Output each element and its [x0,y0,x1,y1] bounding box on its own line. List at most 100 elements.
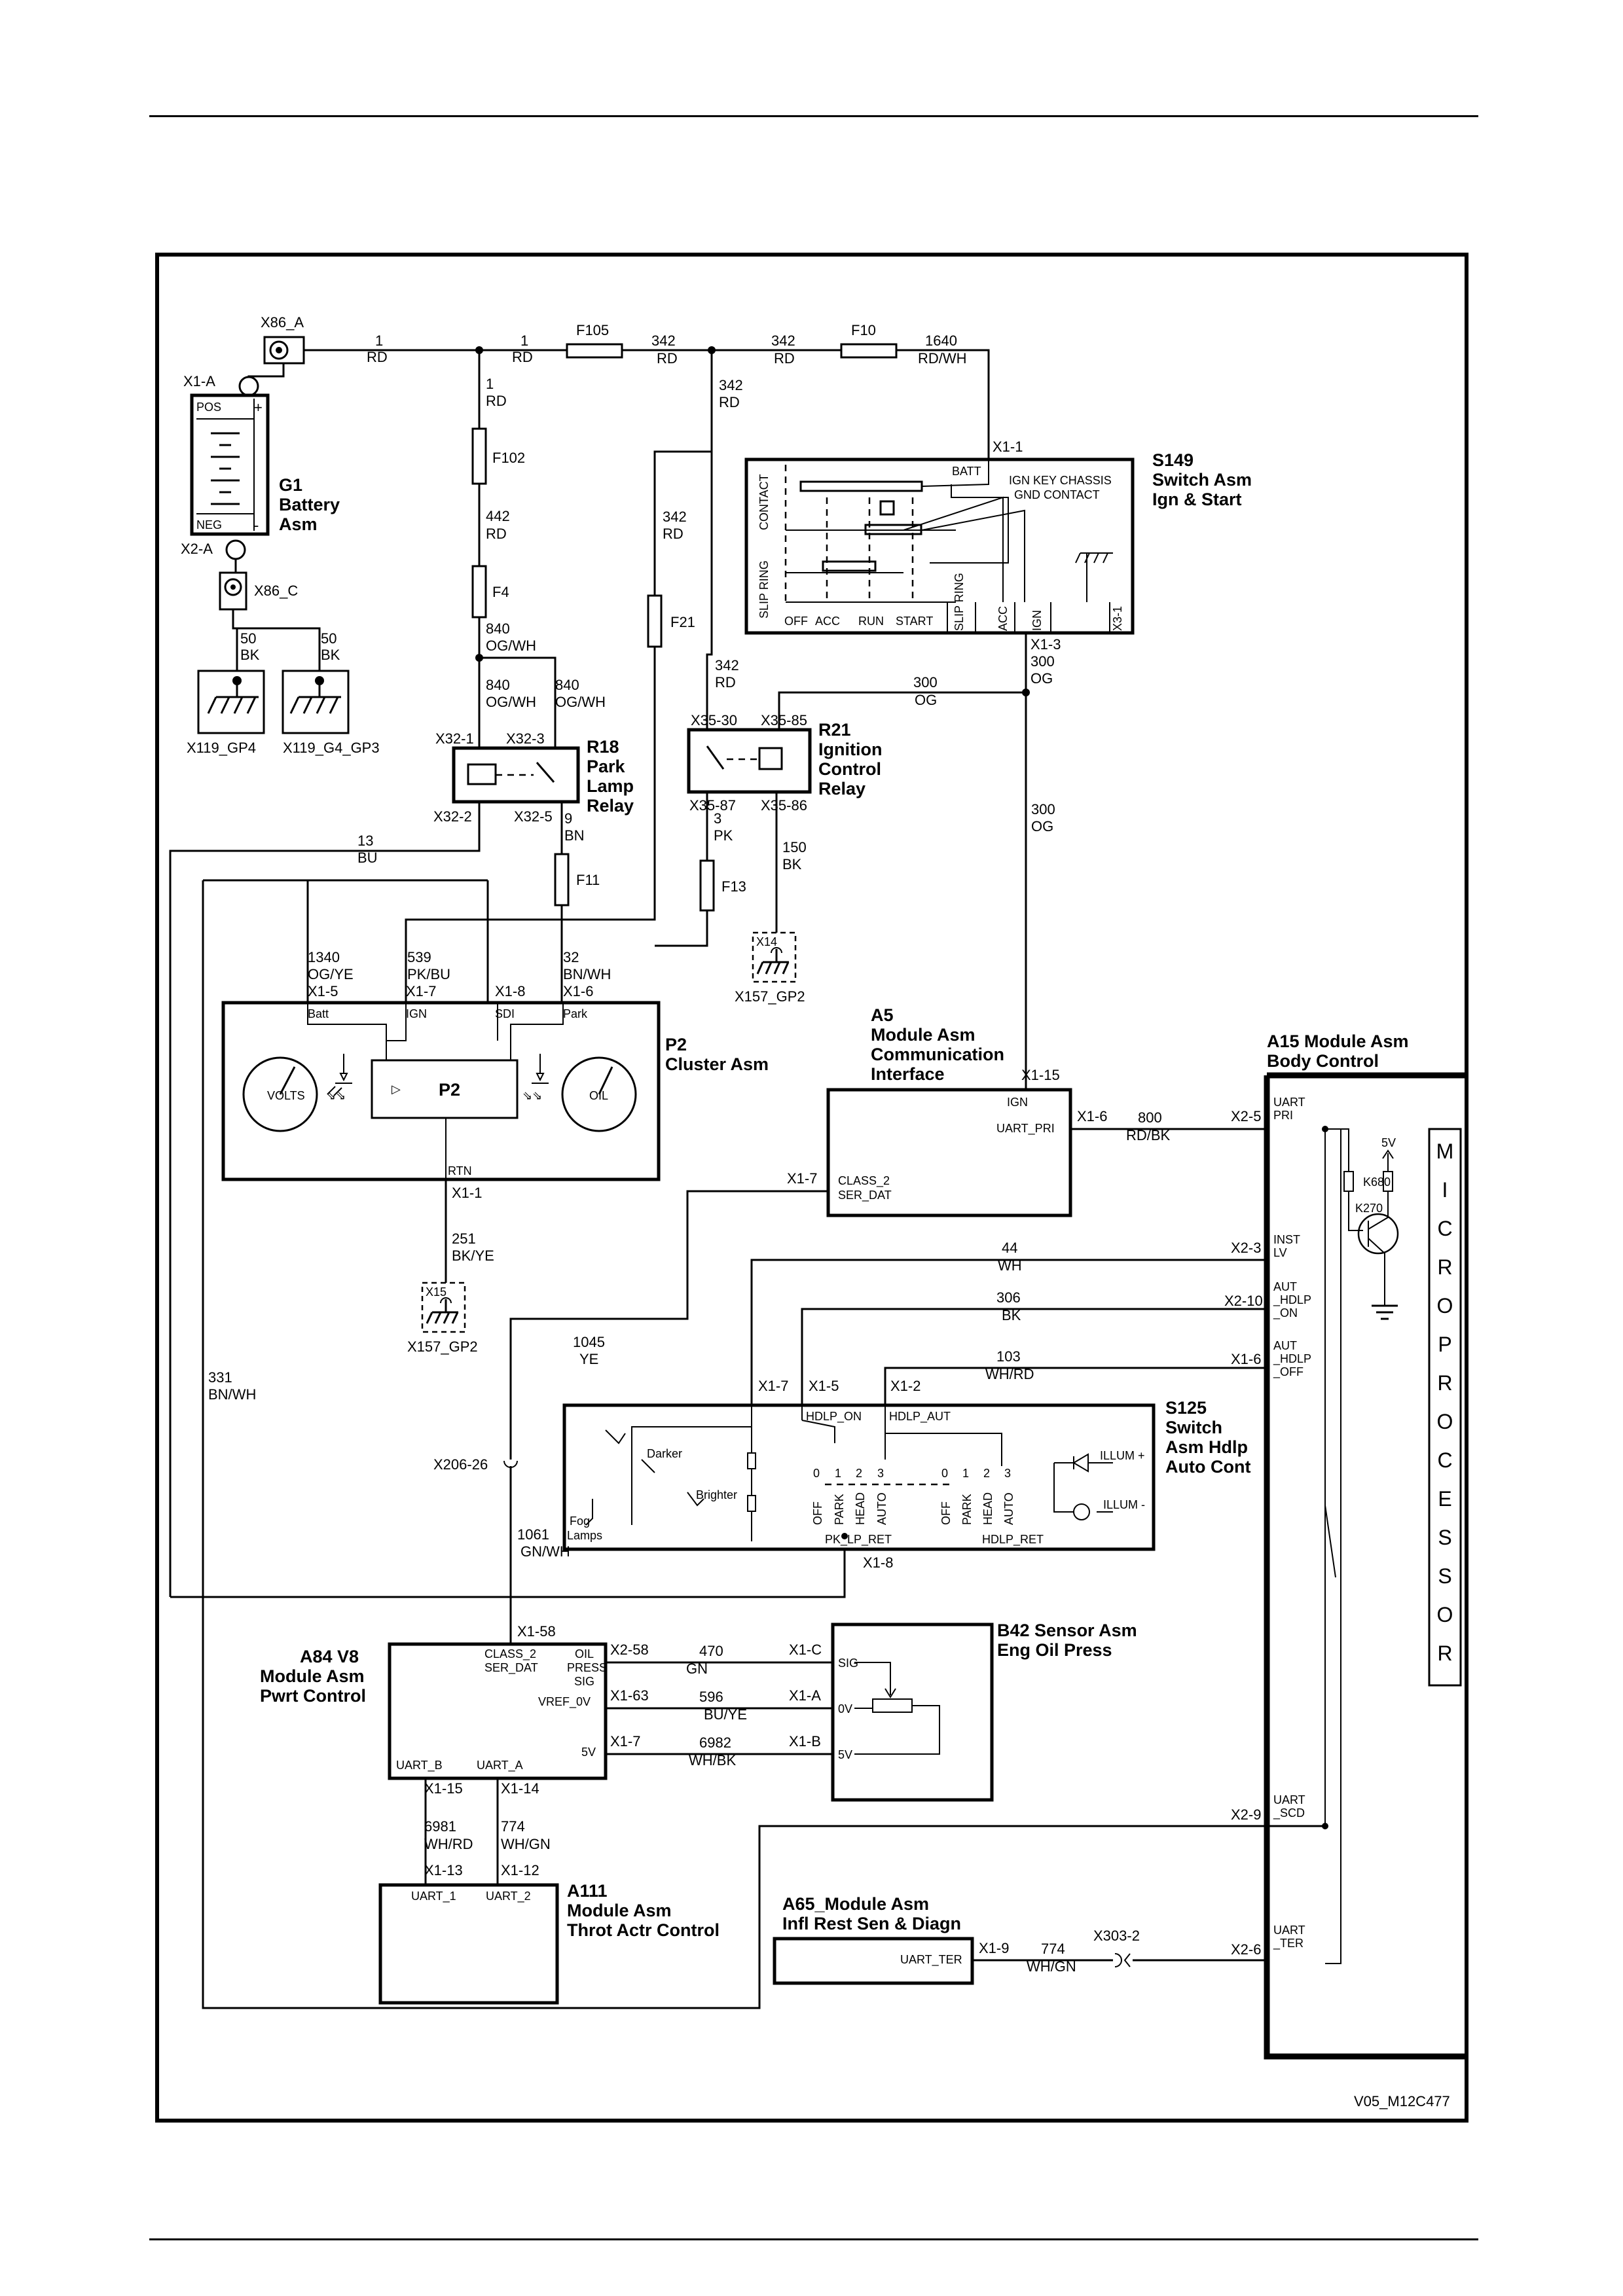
page-top-rule [149,115,1478,117]
svg-text:800: 800 [1138,1109,1162,1126]
svg-text:470: 470 [699,1643,723,1659]
svg-text:IGN: IGN [1030,610,1044,631]
wire-label-w342b: 342 RD [771,332,795,367]
svg-text:150: 150 [782,839,807,855]
svg-text:YE: YE [579,1351,598,1367]
svg-text:CLASS_2: CLASS_2 [484,1647,536,1661]
svg-text:UART: UART [1273,1924,1305,1937]
svg-text:0: 0 [813,1467,820,1480]
svg-text:WH/RD: WH/RD [985,1366,1034,1382]
svg-text:X14: X14 [756,935,777,948]
svg-text:AUTO: AUTO [875,1492,888,1525]
x86c-ground-terminal: X86_C [219,571,298,611]
svg-text:OG: OG [1030,670,1053,687]
svg-text:_ON: _ON [1273,1306,1298,1320]
wire-label-w342c: 342 RD [719,377,743,410]
svg-text:UART_PRI: UART_PRI [996,1122,1055,1136]
a15-pin-x2-10: X2-10 [1224,1293,1263,1309]
svg-text:1: 1 [520,332,528,349]
svg-text:HEAD: HEAD [981,1492,994,1525]
s149-ref: S149 [1152,450,1194,470]
svg-text:PK_LP_RET: PK_LP_RET [825,1533,892,1547]
wire-label-w1b: 1 RD [512,332,533,365]
svg-text:_SCD: _SCD [1273,1806,1305,1820]
transistor-k270 [1357,1213,1399,1255]
svg-text:X35-30: X35-30 [691,712,737,728]
svg-text:-: - [254,517,259,533]
a15-pin-x2-5: X2-5 [1231,1108,1261,1124]
svg-text:ILLUM +: ILLUM + [1100,1449,1145,1462]
s125-name-1: Switch [1165,1418,1222,1437]
svg-text:X86_C: X86_C [254,583,298,599]
switch-positions: 0 1 2 3 0 1 2 3 OFF PARK HEAD AUTO OFF P… [811,1467,1015,1525]
microprocessor-letter: I [1442,1178,1448,1202]
svg-text:BK: BK [240,647,260,663]
wire-label-w6981: 774 WH/GN [501,1818,551,1852]
svg-text:3: 3 [714,810,721,827]
wire-label-w300b: 300 OG [913,674,938,708]
svg-text:SER_DAT: SER_DAT [484,1661,538,1675]
fuse-f10: F10 [840,322,898,359]
b42-ref: B42 Sensor Asm [997,1621,1137,1640]
svg-text:CLASS_2: CLASS_2 [838,1174,890,1188]
led-icon-right: ⇘⇘ [522,1054,549,1102]
g1-pin-pos: X1-A [183,373,215,389]
svg-text:306: 306 [996,1289,1021,1306]
svg-text:POS: POS [196,401,221,414]
svg-text:P2: P2 [439,1080,460,1100]
microprocessor-letter: R [1437,1255,1452,1279]
svg-text:X1-15: X1-15 [1021,1067,1060,1083]
svg-text:Lamps: Lamps [567,1529,602,1542]
svg-text:RD: RD [512,349,533,365]
svg-text:342: 342 [651,332,676,349]
svg-text:596: 596 [699,1689,723,1705]
svg-text:BN/WH: BN/WH [563,966,611,982]
svg-text:WH/GN: WH/GN [1027,1958,1076,1975]
svg-text:0V: 0V [838,1702,852,1715]
svg-text:RD: RD [774,350,795,367]
svg-text:PARK: PARK [960,1494,974,1525]
svg-text:F21: F21 [670,614,695,630]
a84-pin-class: X1-58 [517,1623,556,1640]
svg-text:840: 840 [555,677,579,693]
svg-text:_HDLP: _HDLP [1273,1293,1311,1307]
a5-name-2: Communication [871,1045,1004,1064]
svg-text:VREF_0V: VREF_0V [538,1695,591,1709]
svg-text:F13: F13 [721,878,746,895]
wire-label-w50b: 50 BK [321,630,340,663]
a5-pin-uart: X1-6 [1077,1108,1107,1124]
svg-text:SIG: SIG [574,1675,594,1688]
s125-pin-x1-7: X1-7 [758,1378,788,1394]
svg-text:NEG: NEG [196,518,222,531]
svg-text:X32-3: X32-3 [506,730,545,747]
svg-text:50: 50 [240,630,256,647]
svg-text:OFF: OFF [811,1501,824,1525]
svg-text:RD/WH: RD/WH [918,350,967,367]
svg-text:OIL: OIL [589,1089,608,1102]
b42-name: Eng Oil Press [997,1640,1112,1660]
wire-label-w300c: 300 OG [1031,801,1055,834]
wire-label-w840a: 840 OG/WH [486,620,536,654]
a65-pin-x1-9: X1-9 [979,1940,1009,1956]
g1-pin-neg: X2-A [181,541,213,557]
wire-label-w1c: 1 RD [486,376,507,409]
svg-text:6982: 6982 [699,1734,731,1751]
microprocessor-letter: O [1437,1294,1453,1318]
svg-text:840: 840 [486,677,510,693]
svg-text:ILLUM -: ILLUM - [1103,1498,1145,1511]
svg-text:RD: RD [657,350,678,367]
svg-text:1: 1 [375,332,383,349]
svg-text:3: 3 [877,1467,884,1480]
svg-text:HEAD: HEAD [854,1492,867,1525]
a84-pin-x1-63: X1-63 [610,1687,649,1704]
wire-label-w306: 306 BK [996,1289,1021,1323]
svg-text:1340: 1340 [308,949,340,965]
wire-label-w342e: 342 RD [715,657,739,691]
a84-pin-x1-7: X1-7 [610,1733,640,1749]
park-lamp-relay-r18: X32-1 X32-3 X32-2 X32-5 R18 Park Lamp Re… [433,730,634,825]
headlamp-switch-s125: HDLP_ON HDLP_AUT S125 Switch Asm Hdlp Au… [562,1398,1250,1551]
svg-text:BN: BN [564,827,585,844]
led-icon-left: ⇘⇘ [326,1054,352,1102]
r18-name-2: Lamp [587,776,634,796]
svg-text:RD: RD [367,349,388,365]
